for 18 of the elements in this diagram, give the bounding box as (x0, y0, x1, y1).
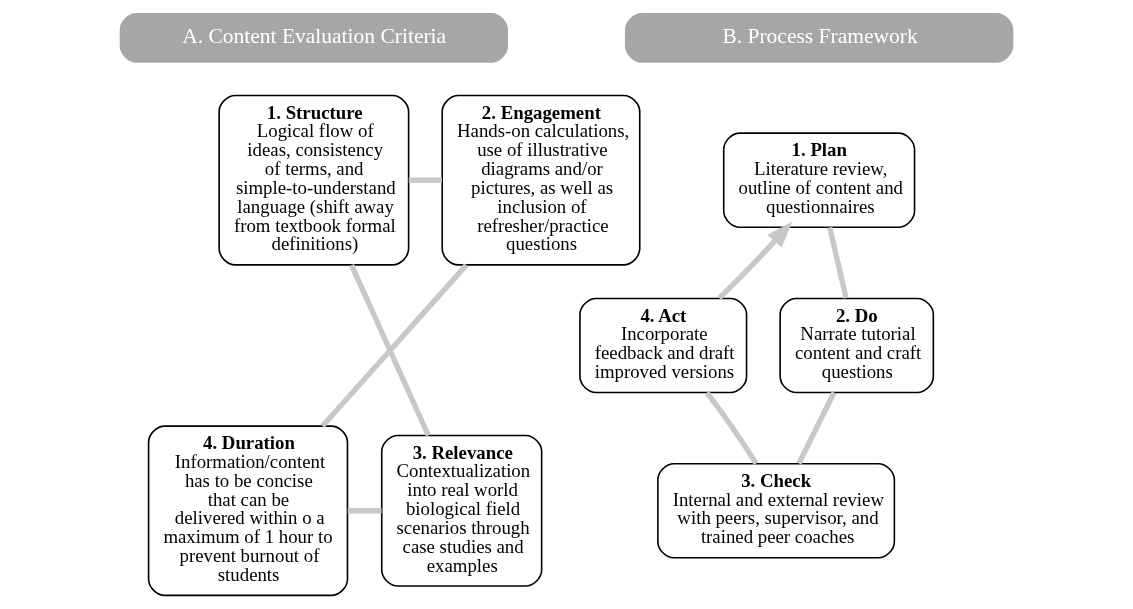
connector (320, 263, 469, 428)
node-box: 4. Act Incorporate feedback and draft improved versions (579, 297, 748, 394)
connector (827, 226, 849, 299)
node-box: 3. Relevance Contextualization into real world biological field scenarios through case studies and examples (380, 434, 543, 587)
node-box: 1. Structure Logical flow of ideas, consistency of terms, and simple-to-understand language (shift away from textbook formal definitions) (218, 94, 410, 266)
connector (347, 508, 382, 514)
node-box: 3. Check Internal and external review with peers, supervisor, and trained peer coaches (657, 462, 896, 559)
node-box: 2. Do Narrate tutorial content and craft questions (779, 297, 935, 394)
connector (796, 391, 837, 465)
node-box: A. Content Evaluation Criteria (119, 12, 509, 63)
connector (349, 264, 431, 437)
connector (704, 390, 759, 465)
arrow (717, 221, 793, 301)
node-box: B. Process Framework (624, 12, 1014, 63)
node-box: 1. Plan Literature review, outline of content and questionnaires (722, 132, 916, 229)
connector (408, 177, 442, 183)
node-box: 2. Engagement Hands-on calculations, use of illustrative diagrams and/or pictures, as well as inclusion of refresher/practice questions (441, 94, 641, 266)
node-box: 4. Duration Information/content has to be concise that can be delivered within o a maximum of 1 hour to prevent burnout of students (147, 425, 349, 597)
